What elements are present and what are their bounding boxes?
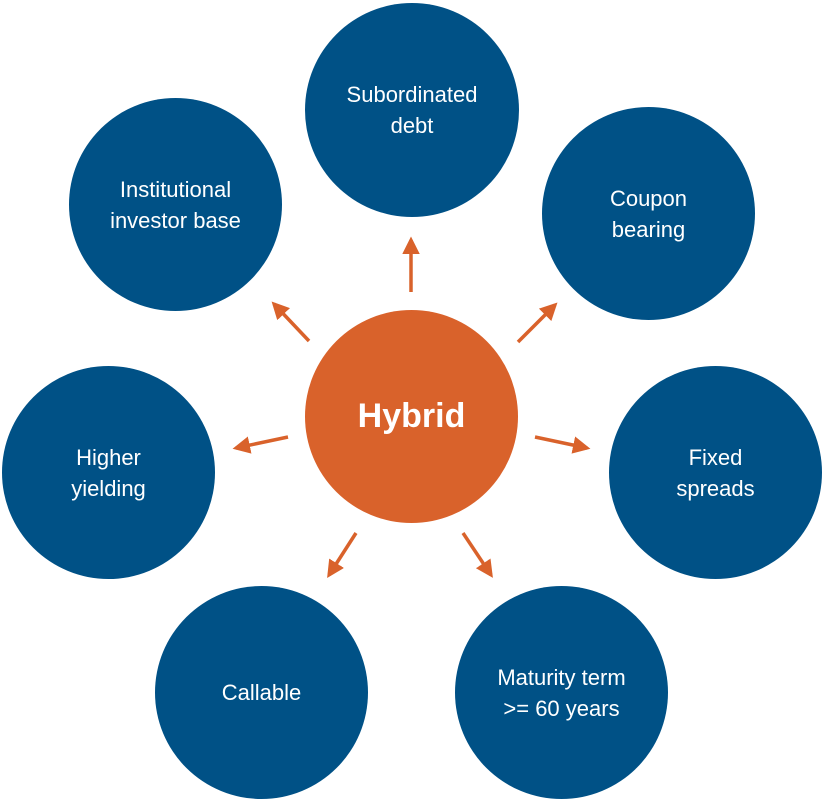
node-institutional-investor-base: Institutional investor base bbox=[69, 98, 282, 311]
node-label: Fixed spreads bbox=[676, 444, 755, 501]
node-subordinated-debt: Subordinated debt bbox=[305, 3, 519, 217]
node-label: Coupon bearing bbox=[609, 185, 688, 242]
node-higher-yielding: Higher yielding bbox=[2, 366, 215, 579]
node-label: Higher yielding bbox=[71, 444, 146, 501]
node-coupon-bearing: Coupon bearing bbox=[542, 107, 755, 320]
node-maturity-term: Maturity term >= 60 years bbox=[455, 586, 668, 799]
node-hybrid-center: Hybrid bbox=[305, 310, 518, 523]
node-callable: Callable bbox=[155, 586, 368, 799]
node-fixed-spreads: Fixed spreads bbox=[609, 366, 822, 579]
node-label: Maturity term >= 60 years bbox=[497, 664, 626, 721]
arrow-to-higher bbox=[232, 435, 289, 454]
node-label: Subordinated debt bbox=[346, 82, 478, 138]
arrow-to-coupon bbox=[516, 302, 558, 344]
arrow-to-institutional bbox=[271, 301, 311, 343]
arrow-to-callable bbox=[327, 532, 358, 578]
node-label: Callable bbox=[221, 680, 302, 705]
arrow-to-maturity bbox=[461, 532, 493, 578]
center-label: Hybrid bbox=[357, 397, 466, 435]
node-label: Institutional investor base bbox=[110, 176, 241, 233]
arrow-to-fixed bbox=[534, 435, 591, 454]
